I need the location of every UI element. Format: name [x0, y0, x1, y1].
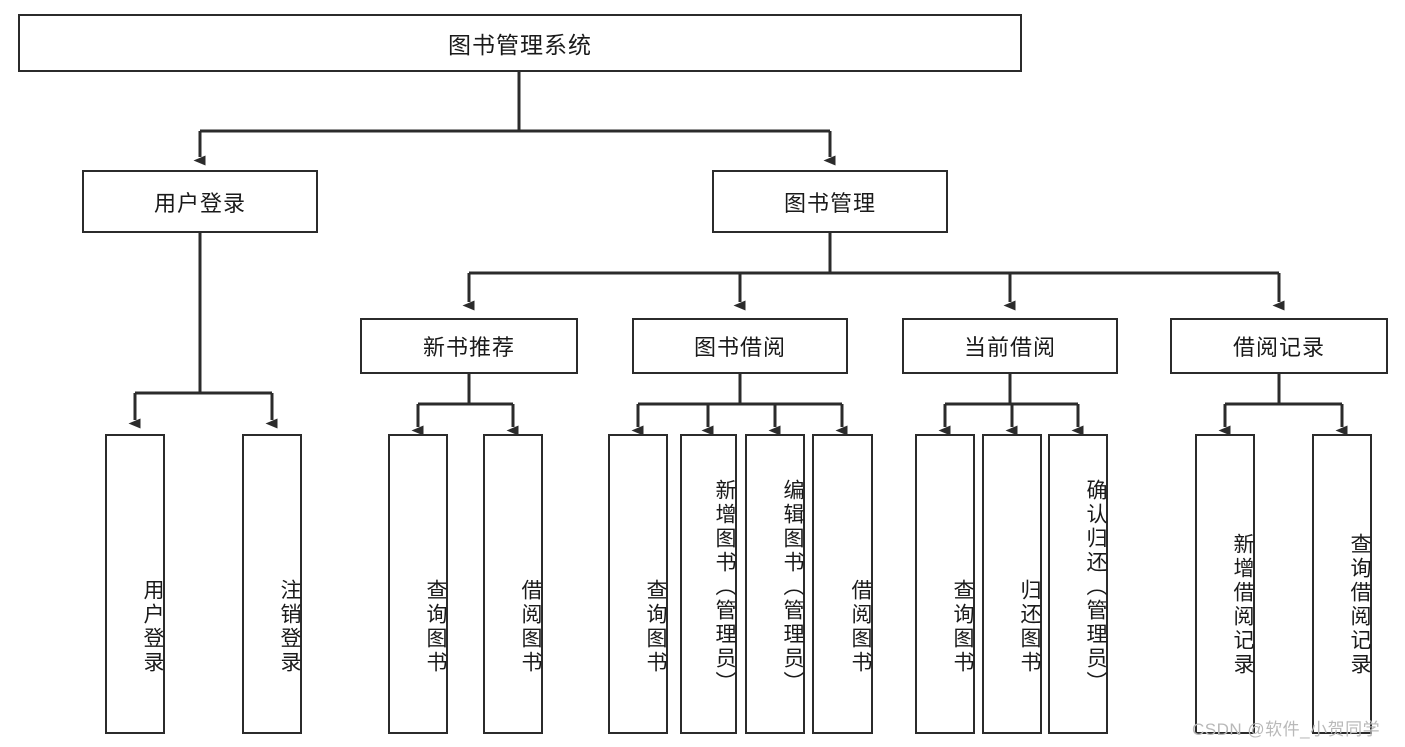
node-leaf-logout[interactable]: 注销登录 [242, 434, 302, 734]
node-leaf-borrow-book-1[interactable]: 借阅图书 [483, 434, 543, 734]
node-leaf-add-book-label: 新增图书（管理员） [713, 479, 736, 695]
node-leaf-return-book[interactable]: 归还图书 [982, 434, 1042, 734]
node-leaf-query-book-2-label: 查询图书 [644, 579, 667, 675]
node-leaf-user-login[interactable]: 用户登录 [105, 434, 165, 734]
node-book-borrow-label: 图书借阅 [693, 335, 786, 360]
node-current-borrow[interactable]: 当前借阅 [902, 318, 1118, 374]
node-leaf-return-book-label: 归还图书 [1018, 579, 1041, 675]
node-leaf-add-book[interactable]: 新增图书（管理员） [680, 434, 737, 734]
node-leaf-confirm-return-label: 确认归还（管理员） [1084, 479, 1107, 695]
node-leaf-query-book-1[interactable]: 查询图书 [388, 434, 448, 734]
node-leaf-borrow-book-2-label: 借阅图书 [849, 579, 872, 675]
node-leaf-borrow-book-1-label: 借阅图书 [519, 579, 542, 675]
node-new-book-recommend-label: 新书推荐 [422, 335, 515, 360]
node-current-borrow-label: 当前借阅 [963, 335, 1056, 360]
node-leaf-query-record-label: 查询借阅记录 [1348, 533, 1371, 677]
node-root[interactable]: 图书管理系统 [18, 14, 1022, 72]
node-leaf-confirm-return[interactable]: 确认归还（管理员） [1048, 434, 1108, 734]
node-leaf-query-book-3-label: 查询图书 [951, 579, 974, 675]
node-leaf-add-record-label: 新增借阅记录 [1231, 533, 1254, 677]
node-leaf-borrow-book-2[interactable]: 借阅图书 [812, 434, 873, 734]
node-book-borrow[interactable]: 图书借阅 [632, 318, 848, 374]
node-borrow-record[interactable]: 借阅记录 [1170, 318, 1388, 374]
node-leaf-add-record[interactable]: 新增借阅记录 [1195, 434, 1255, 734]
node-leaf-query-book-1-label: 查询图书 [424, 579, 447, 675]
node-book-manage-label: 图书管理 [783, 190, 876, 216]
node-borrow-record-label: 借阅记录 [1232, 335, 1325, 360]
node-user-login-label: 用户登录 [153, 190, 246, 216]
node-leaf-logout-label: 注销登录 [278, 579, 301, 675]
node-user-login[interactable]: 用户登录 [82, 170, 318, 233]
node-leaf-query-record[interactable]: 查询借阅记录 [1312, 434, 1372, 734]
node-leaf-edit-book-label: 编辑图书（管理员） [781, 479, 804, 695]
node-leaf-query-book-2[interactable]: 查询图书 [608, 434, 668, 734]
node-leaf-query-book-3[interactable]: 查询图书 [915, 434, 975, 734]
node-leaf-edit-book[interactable]: 编辑图书（管理员） [745, 434, 805, 734]
node-book-manage[interactable]: 图书管理 [712, 170, 948, 233]
node-leaf-user-login-label: 用户登录 [141, 579, 164, 675]
node-root-label: 图书管理系统 [448, 32, 592, 58]
node-new-book-recommend[interactable]: 新书推荐 [360, 318, 578, 374]
